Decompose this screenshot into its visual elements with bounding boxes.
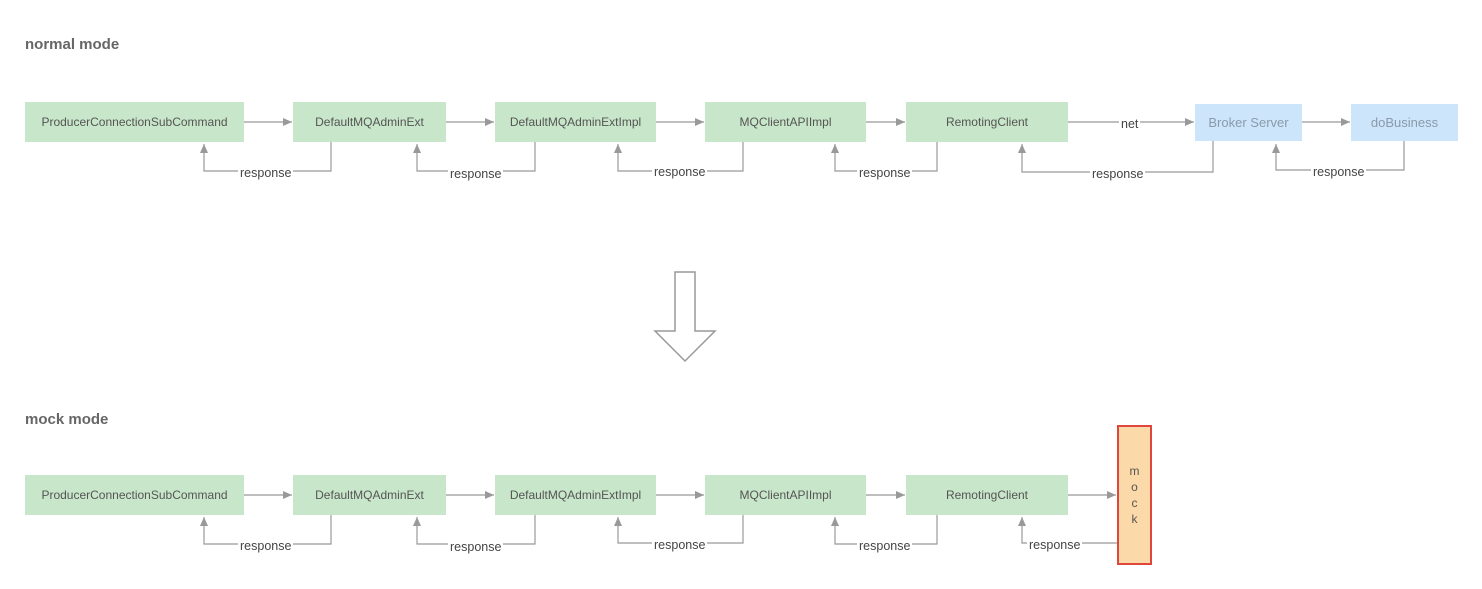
- mock-mode-title: mock mode: [25, 411, 109, 428]
- mock-letter-o: o: [1131, 480, 1138, 494]
- mock-response-label-4: response: [857, 539, 913, 553]
- normal-mode-title: normal mode: [25, 36, 120, 53]
- net-label: net: [1119, 117, 1141, 131]
- normal-node-mq-client-api-impl: MQClientAPIImpl: [705, 102, 866, 142]
- normal-response-label-5: response: [1090, 167, 1146, 181]
- normal-response-label-2: response: [448, 167, 504, 181]
- mock-node-producer-connection-sub-command: ProducerConnectionSubCommand: [25, 475, 244, 515]
- mode-transition-arrow: [653, 271, 717, 363]
- mock-response-label-1: response: [238, 539, 294, 553]
- mock-node-mq-client-api-impl: MQClientAPIImpl: [705, 475, 866, 515]
- mock-response-label-5: response: [1027, 538, 1083, 552]
- normal-node-do-business: doBusiness: [1351, 104, 1458, 141]
- normal-node-broker-server: Broker Server: [1195, 104, 1302, 141]
- normal-node-default-mq-admin-ext: DefaultMQAdminExt: [293, 102, 446, 142]
- mock-letter-c: c: [1131, 496, 1138, 510]
- normal-response-label-4: response: [857, 166, 913, 180]
- mock-response-label-3: response: [652, 538, 708, 552]
- normal-node-producer-connection-sub-command: ProducerConnectionSubCommand: [25, 102, 244, 142]
- mock-response-edge-5: [1018, 517, 1117, 544]
- normal-node-default-mq-admin-ext-impl: DefaultMQAdminExtImpl: [495, 102, 656, 142]
- normal-node-remoting-client: RemotingClient: [906, 102, 1068, 142]
- mock-response-label-2: response: [448, 540, 504, 554]
- mock-node-remoting-client: RemotingClient: [906, 475, 1068, 515]
- normal-response-label-1: response: [238, 166, 294, 180]
- mock-letter-m: m: [1129, 464, 1140, 478]
- mock-node: m o c k: [1117, 425, 1152, 565]
- normal-response-label-6: response: [1311, 165, 1367, 179]
- mock-letter-k: k: [1131, 512, 1138, 526]
- mock-node-default-mq-admin-ext-impl: DefaultMQAdminExtImpl: [495, 475, 656, 515]
- mock-node-default-mq-admin-ext: DefaultMQAdminExt: [293, 475, 446, 515]
- normal-response-label-3: response: [652, 165, 708, 179]
